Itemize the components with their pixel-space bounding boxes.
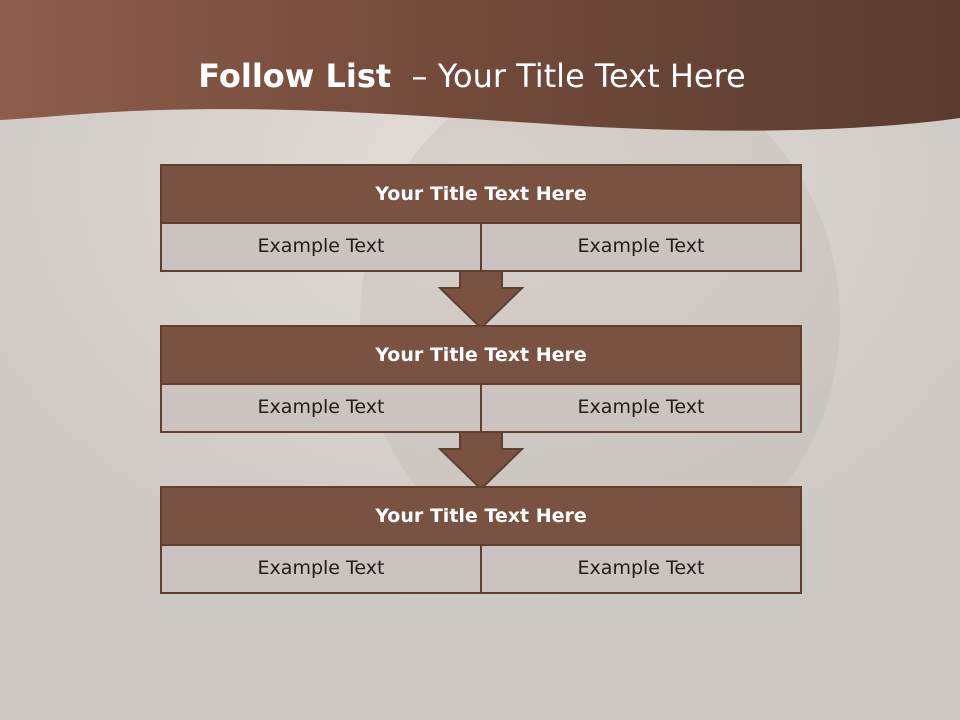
step-row: Example Text Example Text [162,224,800,270]
step-row: Example Text Example Text [162,546,800,592]
step-title: Your Title Text Here [162,166,800,224]
step-cell-right: Example Text [480,224,800,270]
step-row: Example Text Example Text [162,385,800,431]
slide-title: Follow List – Your Title Text Here [0,54,952,98]
down-arrow-icon [438,431,524,491]
step-title: Your Title Text Here [162,488,800,546]
step-block-1: Your Title Text Here Example Text Exampl… [160,164,802,272]
step-cell-left: Example Text [257,235,385,257]
title-rest: – Your Title Text Here [391,57,746,95]
step-block-3: Your Title Text Here Example Text Exampl… [160,486,802,594]
down-arrow-icon [438,270,524,330]
title-bold: Follow List [198,57,392,95]
step-cell-left: Example Text [257,557,385,579]
step-block-2: Your Title Text Here Example Text Exampl… [160,325,802,433]
step-cell-right: Example Text [480,385,800,431]
step-cell-right: Example Text [480,546,800,592]
step-title: Your Title Text Here [162,327,800,385]
step-cell-left: Example Text [257,396,385,418]
